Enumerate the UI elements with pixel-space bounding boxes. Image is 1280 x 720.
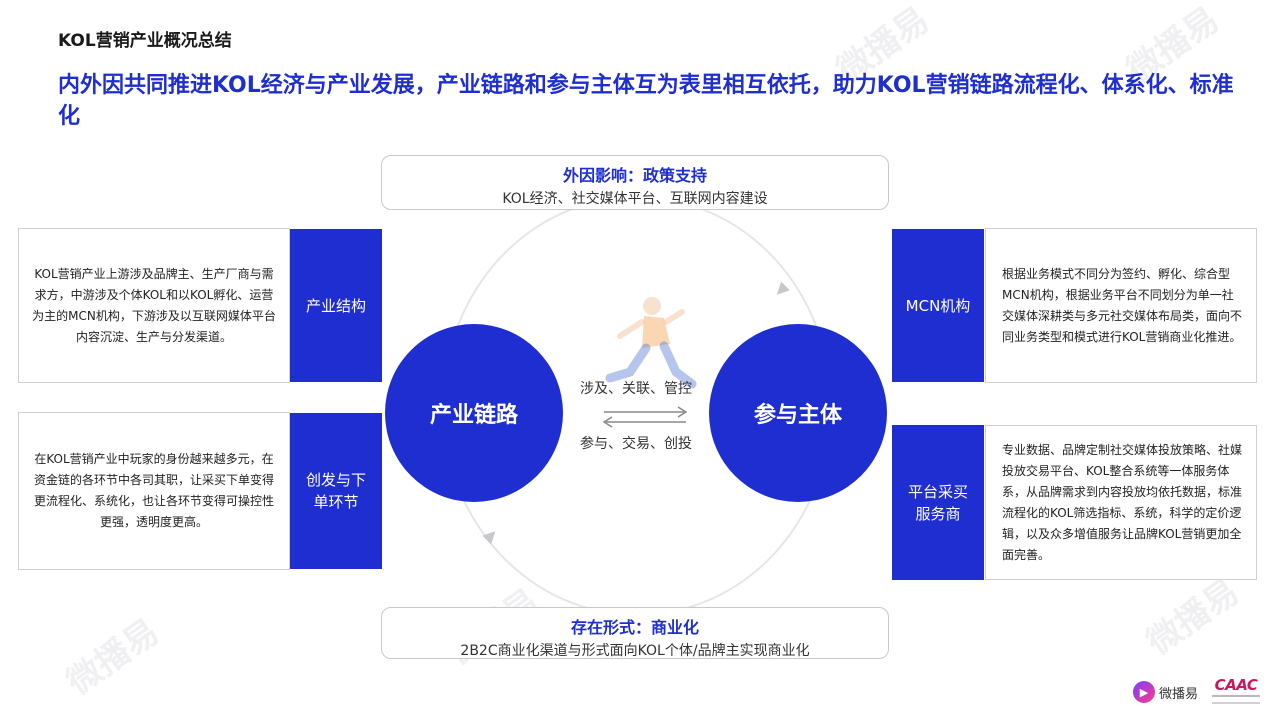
mcn-description: 根据业务模式不同分为签约、孵化、综合型MCN机构，根据业务平台不同划分为单一社交…: [985, 228, 1257, 383]
existence-form-title: 存在形式：商业化: [570, 618, 699, 637]
existence-form-subtitle: 2B2C商业化渠道与形式面向KOL个体/品牌主实现商业化: [460, 643, 810, 659]
platform-service-description: 专业数据、品牌定制社交媒体投放策略、社媒投放交易平台、KOL整合系统等一体服务体…: [985, 425, 1257, 580]
caac-logo: CAAC: [1212, 676, 1260, 704]
order-stage-description: 在KOL营销产业中玩家的身份越来越多元，在资金链的各环节中各司其职，让采买下单变…: [18, 412, 290, 570]
external-factor-title: 外因影响：政策支持: [562, 166, 707, 185]
weiboyi-logo: ▶ 微播易: [1133, 681, 1198, 703]
industry-structure-label: 产业结构: [290, 229, 382, 382]
section-title: KOL营销产业概况总结: [58, 31, 232, 51]
double-arrow-icon: [602, 406, 688, 428]
play-icon: ▶: [1133, 681, 1155, 703]
participant-circle: 参与主体: [709, 324, 887, 502]
watermark: 微播易: [59, 611, 167, 704]
existence-form-pill: 存在形式：商业化 2B2C商业化渠道与形式面向KOL个体/品牌主实现商业化: [381, 607, 889, 659]
external-factor-pill: 外因影响：政策支持 KOL经济、社交媒体平台、互联网内容建设: [381, 155, 889, 210]
order-stage-label: 创发与下单环节: [290, 413, 382, 569]
link-bottom-label: 参与、交易、创投: [580, 436, 692, 452]
runner-illustration: [605, 297, 697, 389]
mcn-label: MCN机构: [892, 229, 984, 382]
page-headline: 内外因共同推进KOL经济与产业发展，产业链路和参与主体互为表里相互依托，助力KO…: [58, 73, 1234, 129]
industry-chain-circle: 产业链路: [385, 324, 563, 502]
external-factor-subtitle: KOL经济、社交媒体平台、互联网内容建设: [502, 191, 768, 207]
platform-service-label: 平台采买服务商: [892, 425, 984, 580]
link-top-label: 涉及、关联、管控: [580, 381, 692, 397]
industry-structure-description: KOL营销产业上游涉及品牌主、生产厂商与需求方，中游涉及个体KOL和以KOL孵化…: [18, 228, 290, 383]
